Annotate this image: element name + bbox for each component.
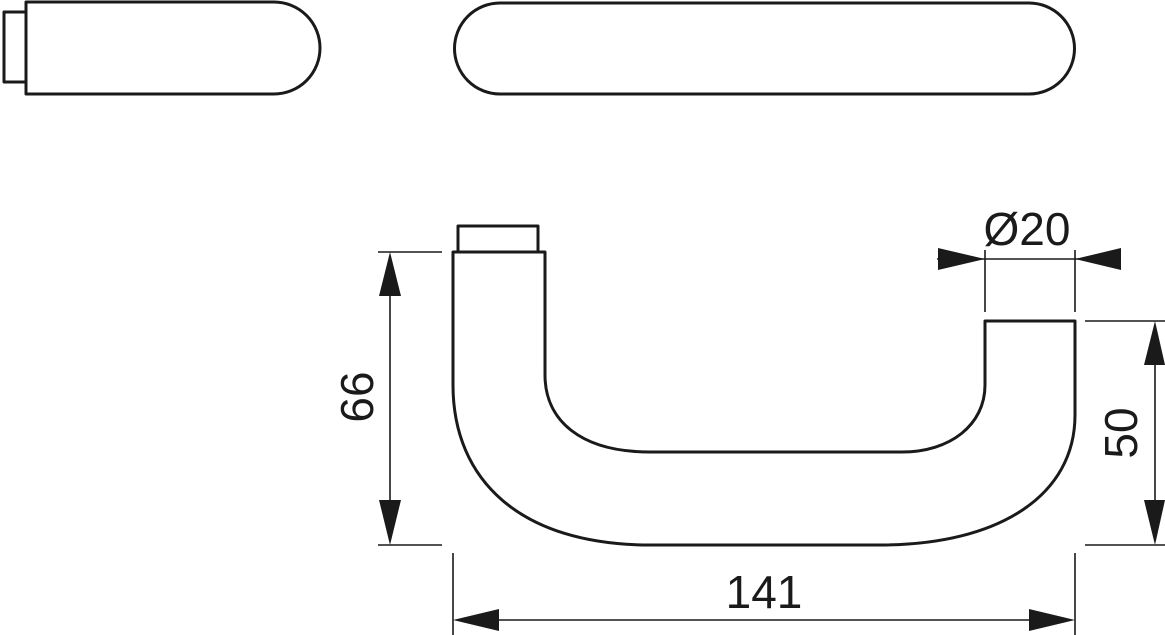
dimension-66-label: 66 bbox=[331, 371, 383, 422]
dimension-141: 141 bbox=[452, 553, 1076, 635]
dimension-diameter-20: Ø20 bbox=[937, 203, 1121, 312]
end-view bbox=[2, 0, 322, 96]
lever-body bbox=[451, 250, 1077, 547]
dimension-50-label: 50 bbox=[1095, 407, 1147, 458]
dimension-141-label: 141 bbox=[726, 566, 803, 618]
end-view-body bbox=[24, 0, 322, 96]
dimension-50: 50 bbox=[1085, 320, 1165, 546]
top-view-grip bbox=[453, 1, 1076, 96]
dimension-diameter-20-label: Ø20 bbox=[984, 203, 1071, 255]
side-view bbox=[451, 224, 1077, 547]
end-view-collar bbox=[2, 10, 28, 84]
dimension-66: 66 bbox=[331, 251, 442, 546]
spindle-collar bbox=[456, 224, 540, 254]
